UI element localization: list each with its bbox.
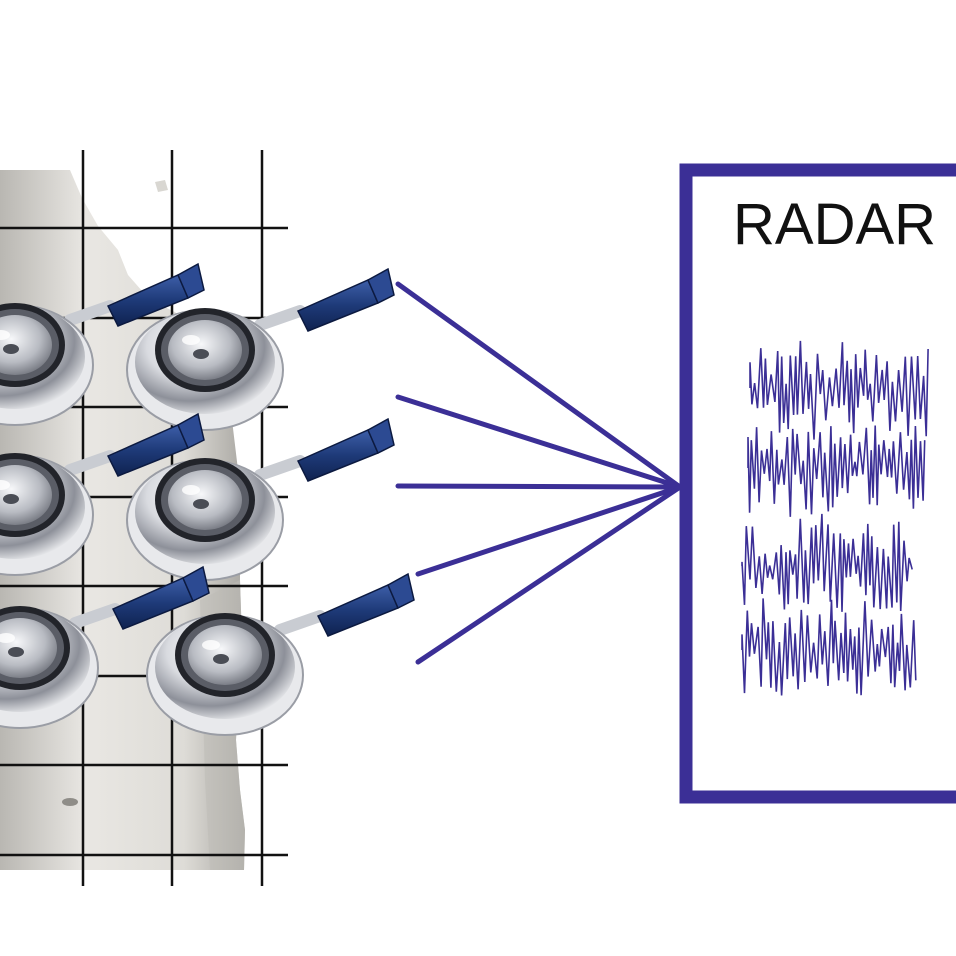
- radar-signal-waveform: [741, 598, 917, 696]
- connection-line-4: [415, 484, 683, 577]
- connection-line-3: [395, 483, 683, 490]
- connection-lines: [395, 281, 683, 665]
- stethoscope-chestpiece-icon: [0, 565, 210, 729]
- connection-line-2: [395, 394, 683, 490]
- stethoscope-chestpiece-icon: [126, 417, 395, 581]
- skin-fragment: [155, 180, 168, 192]
- sensor-array: [0, 262, 415, 736]
- radar-label: RADAR: [733, 192, 937, 257]
- connection-line-1: [395, 281, 683, 490]
- stethoscope-chestpiece-icon: [0, 412, 205, 576]
- stethoscope-chestpiece-icon: [0, 262, 205, 426]
- connection-line-5: [415, 484, 683, 665]
- stethoscope-chestpiece-icon: [126, 267, 395, 431]
- radar-box: [679, 163, 956, 804]
- radar-signal-waveform: [749, 340, 929, 440]
- radar-signal-waveform: [741, 513, 913, 612]
- radar-signals: [741, 340, 929, 696]
- radar-signal-waveform: [747, 425, 926, 517]
- stethoscope-chestpiece-icon: [146, 572, 415, 736]
- navel: [62, 798, 78, 806]
